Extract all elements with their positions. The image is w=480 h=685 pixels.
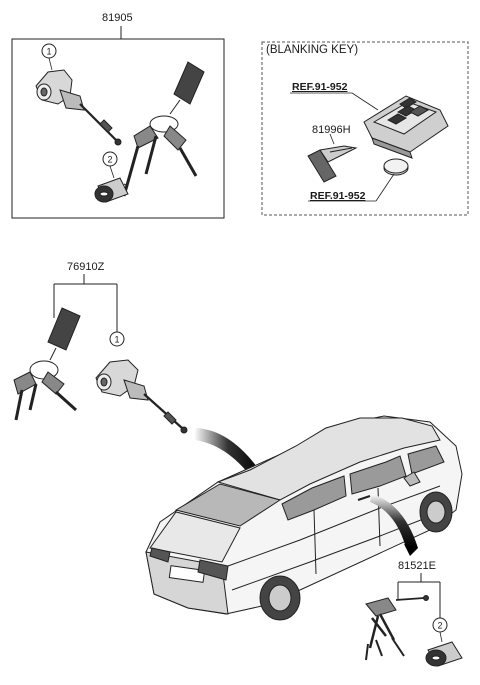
svg-text:2: 2 xyxy=(438,621,443,631)
kit-81521e-bracket xyxy=(397,573,441,618)
sedan-car xyxy=(145,415,463,621)
callout-1-middle: 1 xyxy=(109,331,125,347)
part-number-76910z: 76910Z xyxy=(67,261,105,273)
callout-2-bottom: 2 xyxy=(432,617,448,643)
part-number-81521e: 81521E xyxy=(398,560,436,572)
ref-fob-label: REF.91-952 xyxy=(292,81,348,93)
svg-text:1: 1 xyxy=(47,47,52,57)
svg-text:2: 2 xyxy=(108,155,113,165)
door-cylinder-keys-bottom xyxy=(365,595,429,661)
part-number-81996h: 81996H xyxy=(312,124,351,136)
blanking-key xyxy=(307,133,358,183)
kit-81905-box xyxy=(11,26,225,219)
coin-battery xyxy=(352,158,409,202)
part-number-81905: 81905 xyxy=(102,12,133,24)
lock-cylinder-middle xyxy=(95,359,188,434)
cylinder-cap-top xyxy=(94,177,129,203)
blanking-key-box xyxy=(261,41,469,216)
kit-76910z-bracket xyxy=(53,274,118,332)
ref-battery-label: REF.91-952 xyxy=(310,190,366,202)
lock-cylinder-top xyxy=(35,69,122,146)
smart-key-fob xyxy=(363,95,449,159)
callout-2-top: 2 xyxy=(102,151,118,179)
blanking-key-title: (BLANKING KEY) xyxy=(266,44,359,56)
key-set-middle xyxy=(13,307,81,421)
arrow-to-door xyxy=(370,494,418,548)
callout-1-top: 1 xyxy=(41,43,57,71)
key-set-top xyxy=(121,61,205,197)
cylinder-cap-bottom xyxy=(425,641,463,667)
arrow-to-trunk xyxy=(194,428,262,478)
svg-text:1: 1 xyxy=(115,335,120,345)
